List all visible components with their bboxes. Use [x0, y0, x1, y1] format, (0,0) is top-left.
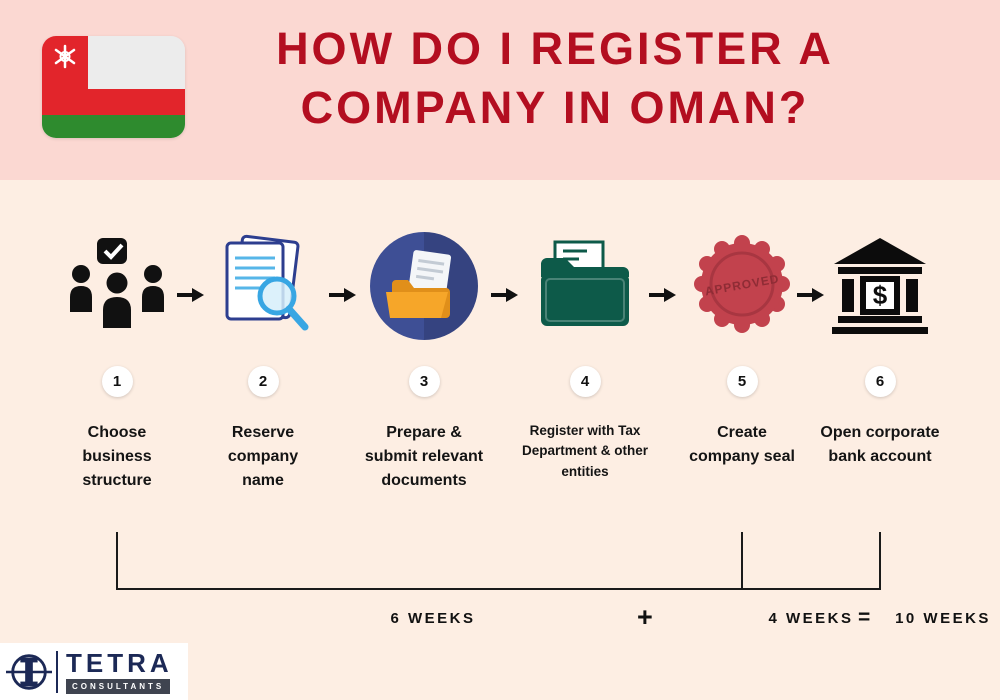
timeline-tick-start — [116, 532, 118, 590]
arrow-right-icon — [329, 286, 357, 309]
step-5: APPROVED 5 Create company seal — [662, 226, 822, 469]
step-4: 4 Register with Tax Department & other e… — [505, 226, 665, 482]
step-3: 3 Prepare & submit relevant documents — [344, 226, 504, 493]
timeline-tick-end — [879, 532, 881, 590]
oman-flag-icon — [42, 36, 185, 138]
page-title: HOW DO I REGISTER A COMPANY IN OMAN? — [190, 20, 920, 137]
step-number-badge: 2 — [247, 366, 279, 397]
arrow-right-icon — [177, 286, 205, 309]
tetra-emblem-icon — [6, 653, 52, 690]
bank-icon: $ — [828, 226, 932, 346]
green-folder-icon — [533, 226, 637, 346]
step-2: 2 Reserve company name — [183, 226, 343, 493]
duration-second: 4 WEEKS — [768, 610, 854, 627]
page-title-line2: COMPANY IN OMAN? — [300, 81, 810, 133]
step-number-badge: 5 — [726, 366, 758, 397]
step-label: Choose business structure — [82, 424, 152, 489]
arrow-right-icon — [797, 286, 825, 309]
duration-total: 10 WEEKS — [895, 610, 991, 627]
folder-documents-icon — [368, 226, 480, 346]
timeline-tick-middle — [741, 532, 743, 590]
step-label: Reserve company name — [227, 424, 299, 489]
step-label: Create company seal — [689, 424, 795, 465]
step-6: $ 6 Open corporate bank account — [800, 226, 960, 469]
arrow-right-icon — [491, 286, 519, 309]
oman-flag-svg — [42, 36, 185, 138]
header-band: HOW DO I REGISTER A COMPANY IN OMAN? — [0, 0, 1000, 180]
step-label: Prepare & submit relevant documents — [364, 424, 484, 489]
dollar-sign: $ — [873, 280, 888, 310]
tetra-consultants-logo: TETRA CONSULTANTS — [0, 643, 188, 700]
page-title-line1: HOW DO I REGISTER A — [276, 23, 834, 74]
step-number-badge: 4 — [569, 366, 601, 397]
step-number-badge: 6 — [864, 366, 896, 397]
step-label: Register with Tax Department & other ent… — [521, 423, 648, 479]
brand-name: TETRA — [66, 647, 173, 678]
arrow-right-icon — [649, 286, 677, 309]
step-1: 1 Choose business structure — [37, 226, 197, 493]
step-number-badge: 3 — [408, 366, 440, 397]
equals-sign: = — [858, 606, 871, 629]
brand-subtitle: CONSULTANTS — [66, 678, 171, 694]
step-number-badge: 1 — [101, 366, 133, 397]
logo-divider — [56, 650, 58, 693]
wax-seal-icon: APPROVED — [686, 226, 798, 346]
document-magnifier-icon — [210, 226, 316, 346]
timeline-baseline — [116, 588, 881, 590]
duration-first: 6 WEEKS — [390, 610, 476, 627]
step-label: Open corporate bank account — [820, 424, 940, 465]
team-checklist-icon — [67, 226, 167, 346]
plus-sign: + — [637, 602, 653, 632]
